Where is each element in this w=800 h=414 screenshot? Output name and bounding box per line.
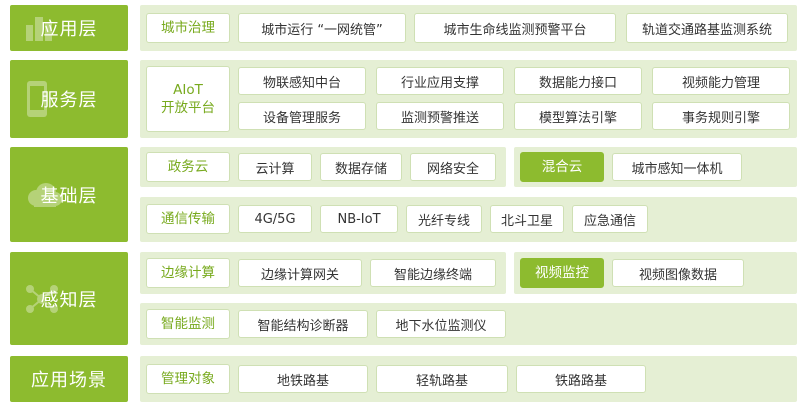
gov-cloud-item: 数据存储 — [320, 153, 402, 181]
city-icon — [26, 17, 52, 41]
category-video-monitoring: 视频监控 — [520, 258, 604, 288]
scenario-item: 铁路路基 — [516, 365, 646, 393]
app-item: 城市生命线监测预警平台 — [414, 13, 616, 43]
layer-scenario: 应用场景 — [10, 356, 128, 402]
category-hybrid-cloud: 混合云 — [520, 152, 604, 182]
application-panel: 城市治理 城市运行 “一网统管” 城市生命线监测预警平台 轨道交通路基监测系统 — [140, 5, 797, 51]
category-edge-computing: 边缘计算 — [146, 258, 230, 288]
layer-foundation: 基础层 — [10, 147, 128, 242]
category-smart-monitoring: 智能监测 — [146, 309, 230, 339]
cloud-icon — [28, 182, 62, 207]
service-item: 设备管理服务 — [238, 102, 366, 130]
edge-panel: 边缘计算 边缘计算网关 智能边缘终端 — [140, 252, 506, 294]
layer-label: 服务层 — [40, 90, 98, 111]
comm-item: 光纤专线 — [406, 205, 482, 233]
scenario-panel: 管理对象 地铁路基 轻轨路基 铁路路基 — [140, 356, 797, 402]
service-item: 监测预警推送 — [376, 102, 504, 130]
comm-item: NB-IoT — [320, 205, 398, 233]
edge-item: 智能边缘终端 — [370, 259, 496, 287]
service-item: 模型算法引擎 — [514, 102, 642, 130]
network-icon — [26, 284, 58, 313]
gov-cloud-item: 云计算 — [238, 153, 312, 181]
comm-item: 应急通信 — [572, 205, 648, 233]
gov-cloud-item: 网络安全 — [410, 153, 496, 181]
service-item: 物联感知中台 — [238, 67, 366, 95]
hybrid-cloud-panel: 混合云 城市感知一体机 — [514, 147, 797, 187]
service-item: 数据能力接口 — [514, 67, 642, 95]
category-city-governance: 城市治理 — [146, 13, 230, 43]
edge-item: 边缘计算网关 — [238, 259, 362, 287]
gov-cloud-panel: 政务云 云计算 数据存储 网络安全 — [140, 147, 506, 187]
category-managed-objects: 管理对象 — [146, 364, 230, 394]
scenario-item: 地铁路基 — [238, 365, 368, 393]
layer-application: 应用层 — [10, 5, 128, 51]
hybrid-cloud-item: 城市感知一体机 — [612, 153, 742, 181]
video-panel: 视频监控 视频图像数据 — [514, 252, 797, 294]
layer-service: 服务层 — [10, 60, 128, 138]
service-item: 事务规则引擎 — [652, 102, 790, 130]
service-panel: AIoT 开放平台 物联感知中台 行业应用支撑 数据能力接口 视频能力管理 设备… — [140, 60, 797, 138]
category-aiot-platform: AIoT 开放平台 — [146, 66, 230, 132]
smart-monitor-item: 智能结构诊断器 — [238, 310, 368, 338]
smart-monitor-item: 地下水位监测仪 — [376, 310, 506, 338]
layer-label: 应用层 — [40, 19, 98, 40]
video-item: 视频图像数据 — [612, 259, 744, 287]
smart-monitor-panel: 智能监测 智能结构诊断器 地下水位监测仪 — [140, 303, 797, 345]
layer-perception: 感知层 — [10, 252, 128, 345]
category-comm: 通信传输 — [146, 204, 230, 234]
service-item: 视频能力管理 — [652, 67, 790, 95]
layer-label: 应用场景 — [31, 370, 107, 391]
app-item: 城市运行 “一网统管” — [238, 13, 406, 43]
comm-panel: 通信传输 4G/5G NB-IoT 光纤专线 北斗卫星 应急通信 — [140, 197, 797, 242]
scenario-item: 轻轨路基 — [376, 365, 508, 393]
phone-icon — [27, 81, 47, 117]
comm-item: 北斗卫星 — [490, 205, 564, 233]
service-item: 行业应用支撑 — [376, 67, 504, 95]
layer-label: 感知层 — [40, 289, 98, 311]
category-gov-cloud: 政务云 — [146, 152, 230, 182]
app-item: 轨道交通路基监测系统 — [626, 13, 788, 43]
layer-label: 基础层 — [40, 185, 98, 207]
comm-item: 4G/5G — [238, 205, 312, 233]
